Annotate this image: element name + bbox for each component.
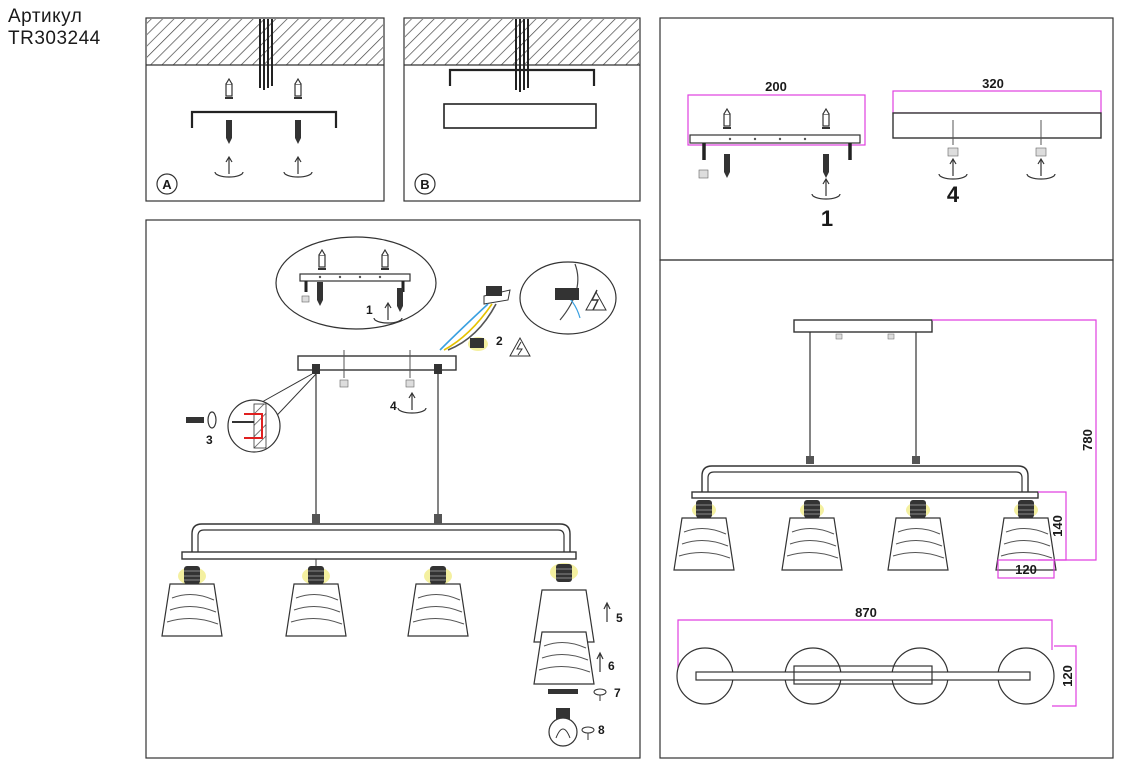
terminal-block (483, 286, 511, 305)
step-1-label: 1 (366, 303, 373, 317)
shade (781, 499, 843, 571)
step-5-label: 5 (616, 611, 623, 625)
rotate-icon (938, 158, 968, 180)
bracket-width-label: 200 (765, 79, 787, 94)
panel-a-label: A (162, 177, 172, 192)
shade (887, 499, 949, 571)
shade-diameter-dimension (997, 559, 1055, 579)
total-length-label: 870 (855, 605, 877, 620)
article-label: Артикул (8, 6, 83, 27)
panel-a: A (145, 17, 385, 202)
screw-icon (823, 154, 829, 178)
rotate-icon (283, 156, 313, 178)
mounted-bracket (448, 68, 596, 86)
shade-height-label: 140 (1050, 515, 1065, 537)
anchor-icon (224, 78, 234, 99)
rotate-icon (214, 156, 244, 178)
total-length-dimension (677, 619, 1053, 676)
bracket-width-dimension (687, 94, 866, 146)
shade (407, 565, 469, 637)
panel-b: B (403, 17, 641, 202)
canopy (892, 112, 1102, 139)
bracket-step-label: 1 (821, 206, 833, 231)
socket-icon (550, 563, 578, 583)
canopy-step-label: 4 (947, 182, 960, 207)
canopy (443, 103, 597, 129)
article-header: Артикул TR303244 (8, 6, 101, 50)
screw-icon (226, 120, 232, 144)
rotate-icon (397, 392, 427, 414)
ceiling-hatch (405, 19, 639, 65)
anchor-icon (722, 108, 732, 129)
shade-diameter-label: 120 (1015, 562, 1037, 577)
anchor-icon (293, 78, 303, 99)
bracket-detail-bubble (275, 236, 437, 330)
anchor-icon (821, 108, 831, 129)
canopy-width-dimension (892, 90, 1102, 114)
shade (995, 499, 1057, 571)
top-view (676, 647, 1055, 705)
shade (285, 565, 347, 637)
screw-icon (724, 154, 730, 178)
assembly-panel: 1 2 4 (145, 219, 641, 759)
screw-icon (295, 120, 301, 144)
depth-dimension (1052, 645, 1077, 707)
depth-label: 120 (1060, 665, 1075, 687)
step-6-label: 6 (608, 659, 615, 673)
bulb-icon (548, 708, 578, 747)
side-screw-icon (186, 411, 217, 429)
article-number: TR303244 (8, 28, 101, 49)
canopy-dimensions-panel: 200 1 320 4 (659, 17, 1114, 261)
lamp-arm (691, 491, 1039, 499)
canopy (793, 319, 933, 333)
ring-icon (548, 689, 578, 694)
shade (161, 565, 223, 637)
step-7-label: 7 (614, 686, 621, 700)
rotate-icon (1026, 158, 1056, 180)
total-height-label: 780 (1080, 429, 1095, 451)
canopy-width-label: 320 (982, 76, 1004, 91)
step-8-label: 8 (598, 723, 605, 737)
warning-triangle-icon (509, 336, 531, 357)
panel-b-label: B (420, 177, 429, 192)
outer-shade (533, 589, 595, 643)
overall-dimensions-panel: 780 140 120 870 120 (659, 259, 1114, 759)
canopy (297, 355, 457, 371)
mounting-bracket (190, 110, 338, 128)
inner-shade (533, 631, 595, 685)
shade (673, 499, 735, 571)
rotate-icon (811, 178, 841, 200)
step-2-label: 2 (496, 334, 503, 348)
lamp-arm (181, 514, 577, 560)
step-3-label: 3 (206, 433, 213, 447)
total-height-dimension (932, 319, 1097, 561)
step-4-label: 4 (390, 399, 397, 413)
